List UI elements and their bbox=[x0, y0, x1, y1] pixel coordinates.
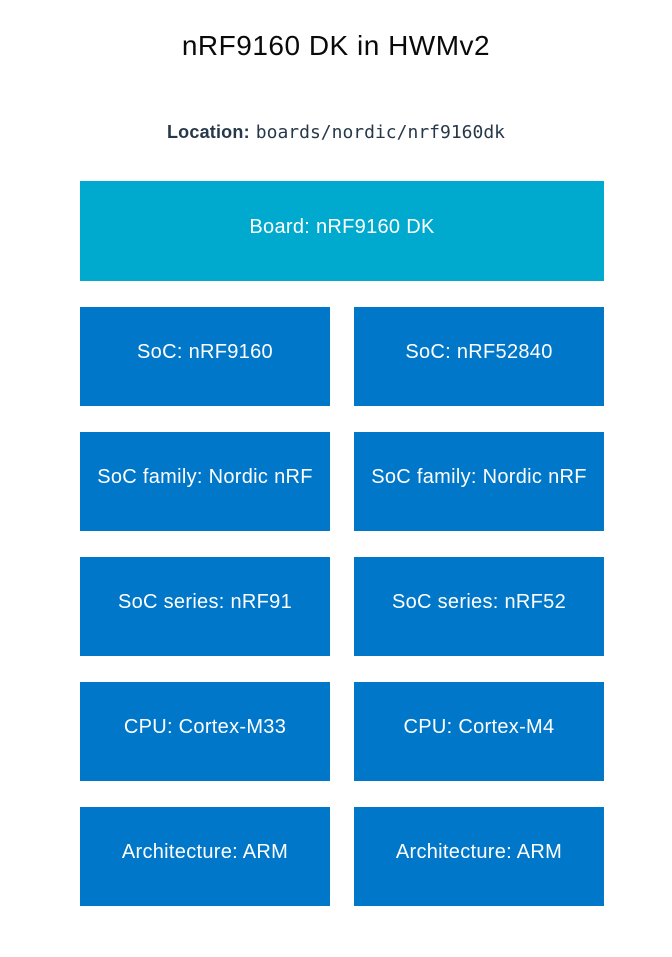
box-soc-series-left: SoC series: nRF91 bbox=[80, 557, 330, 656]
box-soc-left: SoC: nRF9160 bbox=[80, 307, 330, 406]
box-cpu-left: CPU: Cortex-M33 bbox=[80, 682, 330, 781]
location-path: boards/nordic/nrf9160dk bbox=[255, 122, 506, 143]
location-label: Location: bbox=[166, 122, 250, 142]
box-soc-series-right: SoC series: nRF52 bbox=[354, 557, 604, 656]
box-cpu-right: CPU: Cortex-M4 bbox=[354, 682, 604, 781]
box-soc-family-right: SoC family: Nordic nRF bbox=[354, 432, 604, 531]
box-soc-family-left: SoC family: Nordic nRF bbox=[80, 432, 330, 531]
page-title: nRF9160 DK in HWMv2 bbox=[181, 30, 491, 61]
box-soc-right: SoC: nRF52840 bbox=[354, 307, 604, 406]
box-architecture-left: Architecture: ARM bbox=[80, 807, 330, 906]
location-line: Location:boards/nordic/nrf9160dk bbox=[0, 122, 672, 143]
box-architecture-right: Architecture: ARM bbox=[354, 807, 604, 906]
box-board: Board: nRF9160 DK bbox=[80, 181, 604, 281]
